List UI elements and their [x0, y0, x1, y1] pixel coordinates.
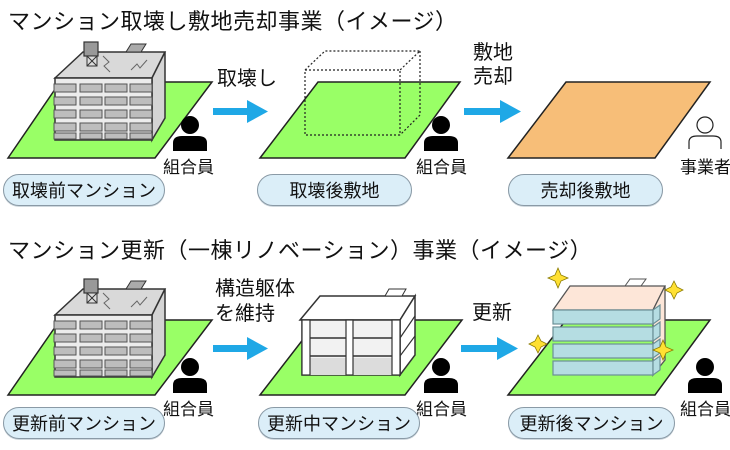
arrow-label-keep-line1: 構造躯体 — [215, 276, 295, 300]
developer-icon — [688, 116, 722, 149]
stage-pill-s1-2: 取壊後敷地 — [257, 174, 412, 206]
person-icon-s2-3 — [688, 358, 722, 393]
person-label-s2-3: 組合員 — [680, 400, 730, 420]
arrow-icon-s2-1 — [213, 337, 268, 360]
arrow-icon-s1-1 — [213, 100, 268, 123]
arrow-label-sale-line2: 売却 — [473, 64, 513, 88]
lot-stage2 — [258, 81, 462, 159]
sparkle-icons — [528, 266, 684, 362]
stage-pill-s1-3: 売却後敷地 — [508, 174, 663, 206]
arrow-label-sale-line1: 敷地 — [473, 40, 513, 64]
stage-pill-s2-1: 更新前マンション — [3, 407, 165, 439]
stage-pill-s1-1: 取壊前マンション — [3, 174, 165, 206]
person-label-s1-3: 事業者 — [680, 158, 730, 178]
person-label-s1-1: 組合員 — [163, 158, 214, 178]
stage-pill-s2-3: 更新後マンション — [508, 407, 675, 439]
old-building-icon — [53, 41, 167, 143]
section1-title: マンション取壊し敷地売却事業（イメージ） — [8, 10, 458, 35]
arrow-label-renew: 更新 — [472, 300, 512, 324]
demolished-outline-icon — [304, 50, 422, 136]
lot-stage3 — [506, 81, 712, 159]
arrow-icon-s1-2 — [464, 100, 521, 123]
person-label-s2-2: 組合員 — [416, 400, 467, 420]
person-label-s2-1: 組合員 — [163, 400, 214, 420]
section2-title: マンション更新（一棟リノベーション）事業（イメージ） — [8, 239, 593, 264]
old-building-icon-s2 — [53, 278, 167, 380]
arrow-icon-s2-2 — [461, 337, 518, 360]
person-label-s1-2: 組合員 — [416, 158, 467, 178]
arrow-label-demolish: 取壊し — [217, 66, 277, 90]
skeleton-building-icon — [298, 288, 417, 378]
arrow-label-keep-line2: を維持 — [215, 301, 275, 325]
stage-pill-s2-2: 更新中マンション — [258, 407, 420, 439]
renovated-building-icon — [551, 278, 667, 377]
